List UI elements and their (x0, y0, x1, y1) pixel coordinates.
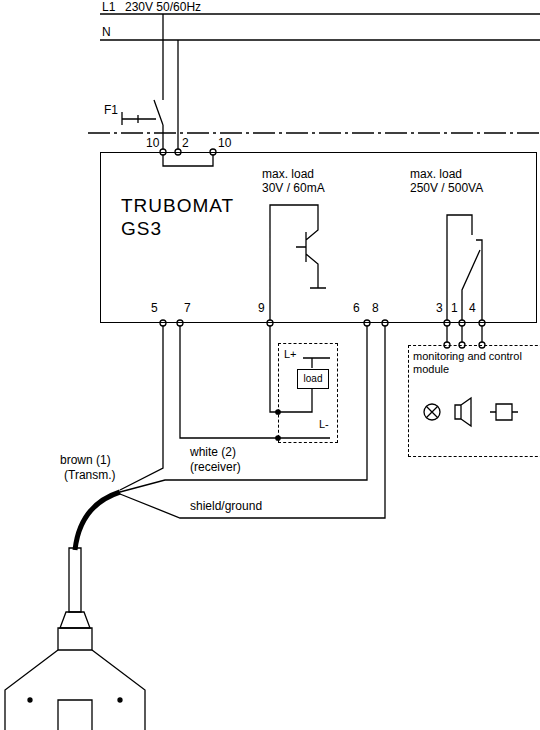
terminals (160, 149, 485, 348)
wire-label: brown (1) (60, 454, 111, 467)
sensor-cable (75, 492, 120, 550)
load-circuit: load L+ L- (278, 343, 338, 443)
terminal-number: 4 (469, 302, 476, 315)
lamp-symbol (426, 406, 438, 418)
load-rating: max. load (410, 168, 462, 181)
load-rating: 250V / 500VA (410, 182, 483, 195)
wire-label: shield/ground (190, 500, 262, 513)
transistor-symbol (270, 205, 326, 323)
terminal-number: 7 (184, 302, 191, 315)
terminal-number: 8 (372, 302, 379, 315)
line-name: N (102, 26, 111, 39)
controller-housing: TRUBOMAT GS3 (100, 152, 537, 323)
wire-label: (Transm.) (64, 469, 116, 482)
probe-tube (69, 548, 81, 612)
node-text: load (304, 373, 323, 385)
brown-wire (120, 323, 163, 490)
cabinet-boundary (88, 132, 540, 133)
fuse-actuator (122, 112, 156, 125)
terminal-number: 1 (451, 302, 458, 315)
probe-body (58, 628, 92, 650)
line-name: L1 (102, 1, 115, 14)
load-rating: max. load (262, 168, 314, 181)
terminal-number: 5 (151, 302, 158, 315)
probe-dot (28, 698, 32, 702)
relay-symbol (490, 404, 518, 420)
n-line (100, 39, 540, 40)
relay-contact (447, 215, 482, 323)
terminal-number: 2 (182, 137, 189, 150)
lamp-symbol (424, 404, 440, 420)
load-rating: 30V / 60mA (262, 182, 325, 195)
bridge-wire (163, 152, 213, 166)
node-text: TRUBOMAT GS3 (121, 195, 239, 241)
terminal-number: 10 (218, 137, 231, 150)
fuse-name: F1 (104, 104, 118, 117)
probe-dot (118, 698, 122, 702)
probe-fork (5, 650, 145, 730)
white-wire (120, 323, 367, 492)
node-text: L- (319, 418, 329, 431)
node-text: monitoring and control module (413, 350, 525, 376)
terminal-number: 9 (258, 302, 265, 315)
wire-label: (receiver) (190, 461, 241, 474)
load-resistor: load (297, 369, 329, 389)
l1-feed-wire (154, 14, 163, 152)
terminal-number: 3 (436, 302, 443, 315)
n-feed-wire (177, 40, 178, 152)
monitoring-module: monitoring and control module (408, 345, 540, 457)
supply-rating: 230V 50/60Hz (125, 1, 201, 14)
wire (180, 323, 278, 438)
terminal-number: 10 (146, 137, 159, 150)
probe-collar (60, 612, 90, 628)
terminal-number: 6 (353, 302, 360, 315)
wire-label: white (2) (190, 446, 236, 459)
horn-symbol (455, 398, 471, 426)
node-text: L+ (284, 348, 297, 361)
wire (270, 323, 278, 412)
shield-wire (120, 323, 385, 518)
load-wiring (278, 358, 330, 438)
